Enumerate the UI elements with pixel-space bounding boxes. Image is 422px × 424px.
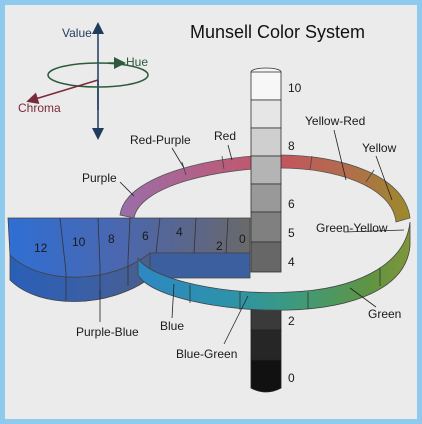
label-red: Red	[214, 129, 236, 143]
hue-ring-back	[119, 154, 411, 223]
value-label-2: 2	[288, 314, 295, 328]
value-label-6: 6	[288, 197, 295, 211]
value-scale: 10 8 6 5 4 2 0	[288, 81, 302, 385]
label-blue: Blue	[160, 319, 184, 333]
chroma-wedge: 12 10 8 6 4 2 0	[7, 217, 251, 302]
chroma-label-8: 8	[108, 232, 115, 246]
axis-legend: Value Hue Chroma	[18, 22, 149, 140]
value-label-8: 8	[288, 139, 295, 153]
label-blue-green: Blue-Green	[176, 347, 237, 361]
label-red-purple: Red-Purple	[130, 133, 191, 147]
chroma-label-0: 0	[239, 232, 246, 246]
hue-labels: Red-Purple Red Yellow-Red Yellow Purple …	[76, 114, 405, 361]
chroma-label-4: 4	[176, 225, 183, 239]
label-yellow: Yellow	[362, 141, 397, 155]
chroma-axis-arrow	[26, 79, 99, 105]
value-column	[250, 67, 282, 393]
label-yellow-red: Yellow-Red	[305, 114, 365, 128]
value-label-4: 4	[288, 255, 295, 269]
value-label-0: 0	[288, 371, 295, 385]
value-axis-label: Value	[62, 26, 92, 40]
chroma-axis-label: Chroma	[18, 101, 61, 115]
chroma-label-10: 10	[72, 235, 86, 249]
value-label-5: 5	[288, 226, 295, 240]
hue-ring-front	[137, 221, 411, 311]
diagram-panel	[5, 5, 417, 419]
label-purple: Purple	[82, 171, 117, 185]
hue-axis-label: Hue	[126, 55, 148, 69]
label-green-yellow: Green-Yellow	[316, 221, 388, 235]
value-label-10: 10	[288, 81, 302, 95]
label-green: Green	[368, 307, 401, 321]
diagram-title: Munsell Color System	[190, 22, 365, 42]
label-purple-blue: Purple-Blue	[76, 325, 139, 339]
chroma-label-2: 2	[216, 239, 223, 253]
chroma-label-12: 12	[34, 241, 48, 255]
hue-axis-ellipse	[47, 62, 149, 88]
chroma-label-6: 6	[142, 229, 149, 243]
